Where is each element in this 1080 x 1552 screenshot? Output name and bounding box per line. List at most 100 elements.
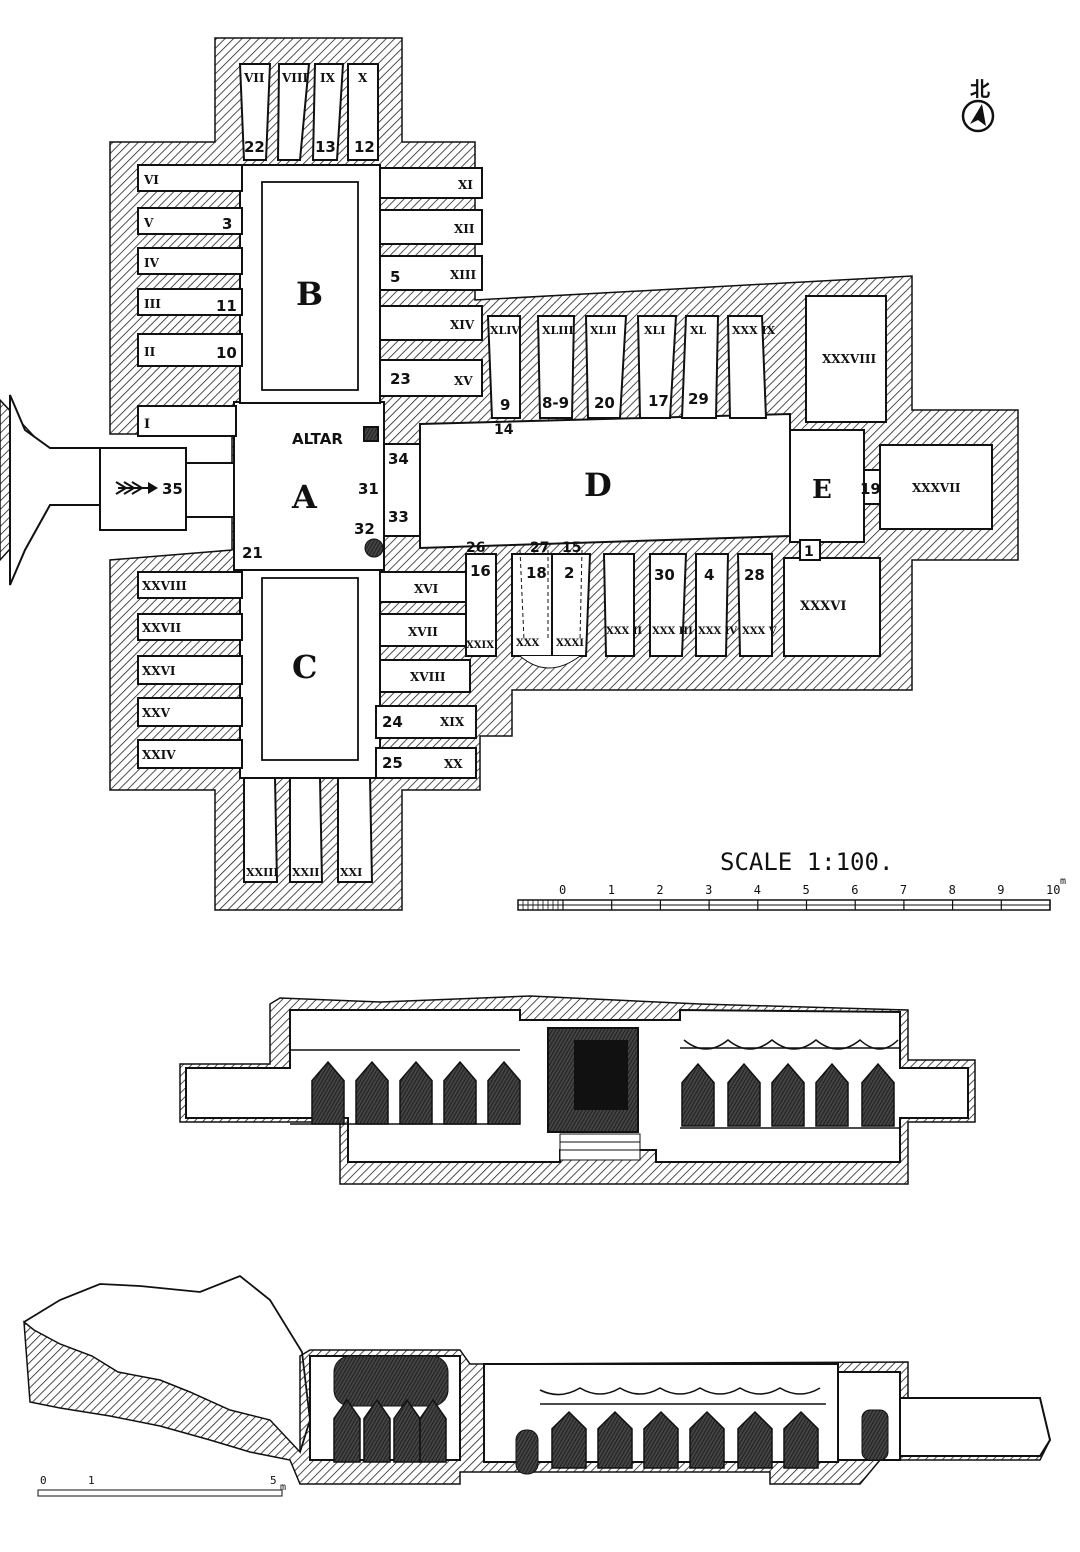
cells-bottom — [243, 777, 374, 883]
arched-niche — [737, 1410, 773, 1469]
label: 5 — [390, 268, 400, 286]
label: 5 — [270, 1474, 277, 1487]
label: 1 — [88, 1474, 95, 1487]
label: XVIII — [410, 670, 446, 684]
cell-xxxvii — [879, 444, 993, 530]
label: XIV — [450, 318, 475, 332]
arched-niche — [311, 1060, 345, 1125]
label: 23 — [390, 370, 411, 388]
scale-tick-label: 2 — [656, 883, 663, 897]
label: 31 — [358, 480, 379, 498]
arched-niche — [771, 1062, 805, 1127]
label: 19 — [860, 480, 881, 498]
cells-d-top — [486, 315, 768, 419]
arched-niche — [419, 1398, 447, 1463]
label: 12 — [354, 138, 375, 156]
label: IX — [320, 71, 336, 85]
label: 2 — [564, 564, 574, 582]
hall-b-label: B — [296, 275, 323, 313]
arched-niche — [363, 1398, 391, 1463]
arched-niche — [681, 1062, 715, 1127]
north-compass: 北 — [961, 77, 995, 133]
label: 25 — [382, 754, 403, 772]
cell-xxxviii — [805, 295, 887, 423]
arched-niche — [727, 1062, 761, 1127]
label: XXIV — [142, 748, 176, 762]
label: XL — [690, 324, 707, 337]
scale-title: SCALE 1:100. — [720, 848, 893, 876]
label: XII — [454, 222, 475, 236]
pillar-mark — [364, 538, 384, 558]
cells-left-c — [137, 571, 243, 769]
label: XLI — [644, 324, 665, 337]
label: XLIV — [490, 324, 520, 337]
hall-a-label: A — [291, 478, 318, 516]
label: VI — [143, 173, 159, 187]
scale-tick-label: 1 — [608, 883, 615, 897]
label: 35 — [162, 480, 183, 498]
scale-tick-label: 6 — [851, 883, 858, 897]
label: XXVII — [142, 621, 182, 635]
label: XXX II — [606, 626, 642, 637]
label: 34 — [388, 450, 409, 468]
scale-bar-small: 0 1 5 m — [37, 1474, 286, 1497]
label: XXXVIII — [822, 352, 876, 366]
label: XXV — [142, 706, 171, 720]
label: XXIII — [246, 866, 279, 879]
scale-tick-label: 0 — [559, 883, 566, 897]
scale-tick-label: 5 — [803, 883, 810, 897]
label: 24 — [382, 713, 403, 731]
north-char: 北 — [970, 77, 990, 101]
scale-tick-label: 7 — [900, 883, 907, 897]
label: 10 — [216, 344, 237, 362]
cells-d-bottom — [465, 549, 773, 669]
label: XXXVI — [800, 599, 846, 614]
hall-e-label: E — [812, 475, 832, 505]
entrance-passage — [9, 394, 101, 586]
arched-niche — [551, 1410, 587, 1469]
label: XIX — [440, 715, 465, 729]
label: 11 — [216, 297, 237, 315]
label: 13 — [315, 138, 336, 156]
label: V — [143, 216, 154, 230]
label: 27 — [530, 540, 549, 556]
hall-c-label: C — [292, 648, 317, 686]
label: 0 — [40, 1474, 47, 1487]
label: XXX V — [742, 626, 777, 637]
label: XLII — [590, 324, 617, 337]
arched-niche — [355, 1060, 389, 1125]
arched-niche — [399, 1060, 433, 1125]
label: III — [144, 297, 161, 311]
label: 9 — [500, 396, 510, 414]
label: XXX — [516, 638, 540, 649]
arched-niche — [643, 1410, 679, 1469]
cell-xxxvi — [783, 557, 881, 657]
label: XXX IV — [698, 626, 737, 637]
scale-unit: m — [1060, 876, 1066, 887]
label: 22 — [244, 138, 265, 156]
scale-tick-label: 3 — [705, 883, 712, 897]
label: VII — [243, 71, 265, 85]
altar-label: ALTAR — [292, 430, 343, 448]
scale-tick-label: 9 — [997, 883, 1004, 897]
hall-c — [239, 569, 381, 779]
label: XXX IX — [732, 324, 776, 337]
label: 14 — [494, 422, 514, 438]
label: 32 — [354, 520, 375, 538]
arched-niche — [393, 1398, 421, 1463]
scale-tick-label: 8 — [949, 883, 956, 897]
label: 29 — [688, 390, 709, 408]
label: XV — [454, 374, 473, 388]
label: XVI — [414, 582, 439, 596]
label: XXX III — [652, 626, 693, 637]
altar-mark — [363, 426, 379, 442]
label: 26 — [466, 540, 485, 556]
arched-niche — [689, 1410, 725, 1469]
label: 33 — [388, 508, 409, 526]
label: 30 — [654, 566, 675, 584]
cells-left-b — [137, 164, 243, 437]
cells-right-c — [375, 571, 477, 779]
label: XXII — [292, 866, 319, 879]
scale-tick-label: 4 — [754, 883, 761, 897]
